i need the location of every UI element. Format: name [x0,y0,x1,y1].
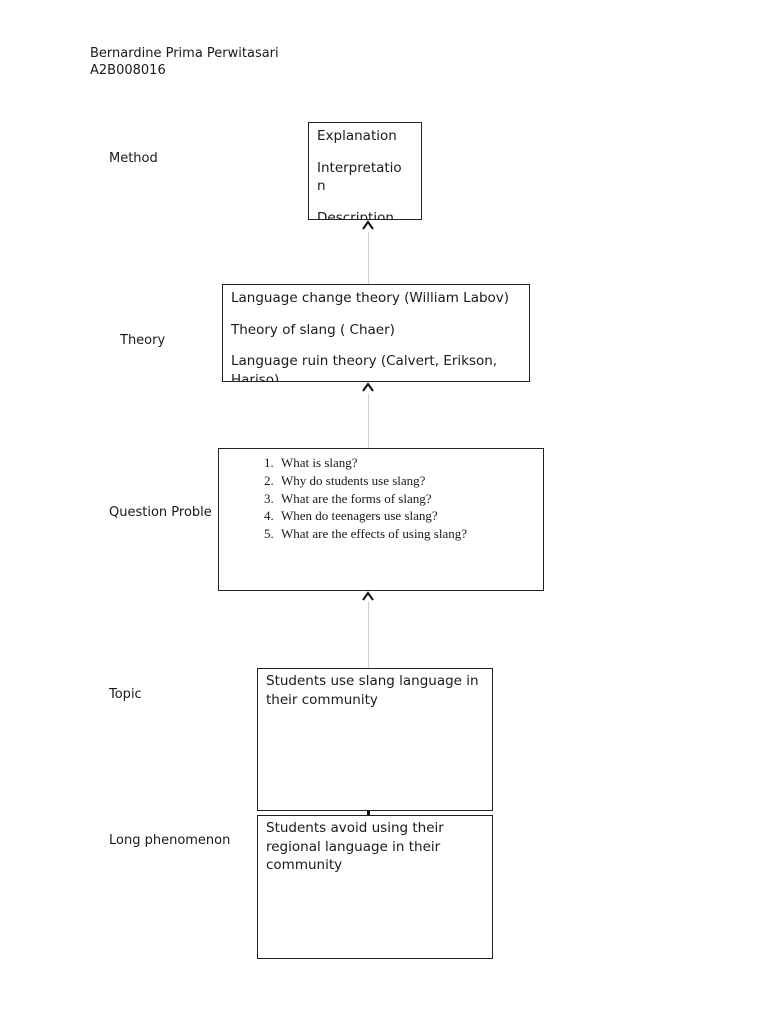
phenomenon-text: Students avoid using their regional lang… [266,820,444,873]
connector-question-theory [368,394,369,448]
question-item: Why do students use slang? [277,472,535,490]
topic-label: Topic [109,687,142,702]
connector-topic-question [368,602,369,668]
theory-item: Language change theory (William Labov) [231,290,510,306]
theory-item: Theory of slang ( Chaer) [231,321,395,338]
topic-box: Students use slang language in their com… [257,668,493,811]
question-item: What are the effects of using slang? [277,525,535,543]
theory-box: Language change theory (William Labov) T… [222,284,530,382]
method-box: Explanation Interpretatio n Description [308,122,422,220]
author-block: Bernardine Prima Perwitasari A2B008016 [90,45,279,79]
author-name: Bernardine Prima Perwitasari [90,46,279,61]
question-list: What is slang? Why do students use slang… [227,454,535,543]
theory-label: Theory [120,333,166,348]
theory-item: Language ruin theory (Calvert, Erikson, … [231,353,498,382]
author-id: A2B008016 [90,63,166,78]
question-item: What are the forms of slang? [277,490,535,508]
phenomenon-box: Students avoid using their regional lang… [257,815,493,959]
method-item: Description [317,209,394,220]
topic-text: Students use slang language in their com… [266,673,479,708]
question-item: When do teenagers use slang? [277,507,535,525]
method-item: Explanation [317,128,397,144]
arrow-up-icon [362,591,374,601]
method-label: Method [109,151,158,166]
question-item: What is slang? [277,454,535,472]
arrow-up-icon [362,220,374,230]
phenomenon-label: Long phenomenon [109,833,231,848]
method-item: Interpretatio n [317,159,402,195]
question-label: Question Proble [109,505,212,520]
connector-theory-method [368,232,369,284]
arrow-up-icon [362,382,374,392]
box-joint [367,810,370,815]
question-box: What is slang? Why do students use slang… [218,448,544,591]
